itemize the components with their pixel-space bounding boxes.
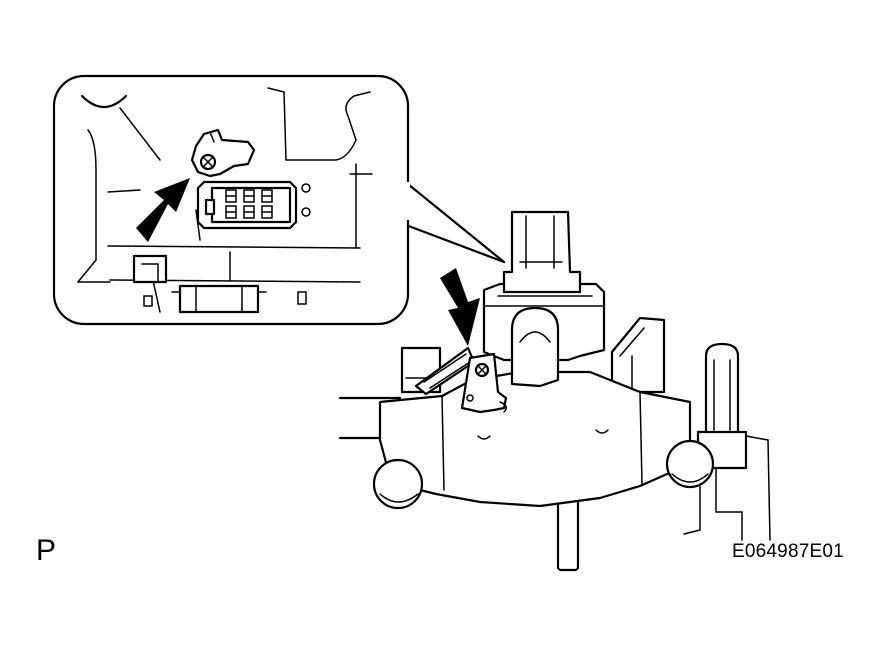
figure-code-label: E064987E01: [732, 541, 844, 562]
pointer-arrow-icon: [440, 268, 480, 346]
pointer-arrow-icon: [136, 178, 190, 242]
main-assembly: [338, 210, 771, 572]
view-letter-label: P: [36, 534, 57, 567]
callout-bubble: [52, 74, 506, 326]
callout-detail-view: [77, 87, 373, 314]
screw-icon: [199, 153, 217, 171]
